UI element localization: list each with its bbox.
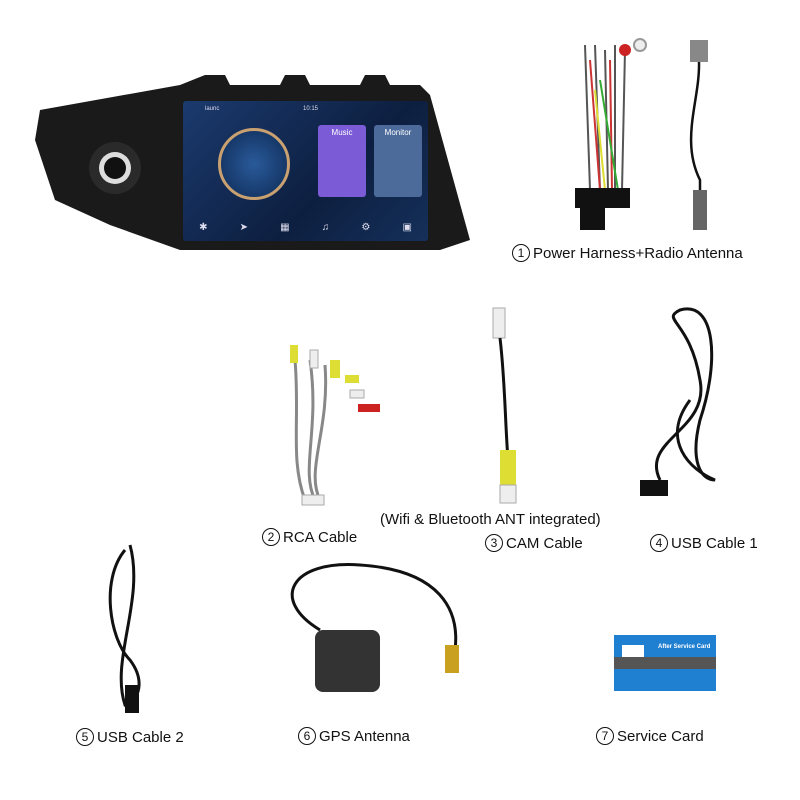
service-card: After Service Card <box>614 635 716 691</box>
usb-cable-2 <box>108 544 141 713</box>
power-harness <box>575 38 647 230</box>
status-app: launc <box>205 106 220 112</box>
item-note-3: (Wifi & Bluetooth ANT integrated) <box>380 511 601 528</box>
navigation-icon[interactable]: ➤ <box>239 221 248 233</box>
clock-widget <box>218 128 290 200</box>
apps-icon[interactable]: ▦ <box>280 221 290 233</box>
usb-cable-1 <box>640 307 716 496</box>
status-time: 10:15 <box>303 106 319 112</box>
music-tile-title: Music <box>331 128 353 137</box>
monitor-tile-title: Monitor <box>384 128 412 137</box>
radio-icon[interactable]: ▣ <box>402 221 412 233</box>
music-icon[interactable]: ♫ <box>321 221 330 233</box>
bluetooth-icon[interactable]: ✱ <box>199 221 208 233</box>
monitor-tile[interactable]: Monitor <box>374 125 422 197</box>
rca-cable <box>290 345 380 506</box>
service-card-title: After Service Card <box>658 644 711 650</box>
dock: ✱ ➤ ▦ ♫ ⚙ ▣ <box>183 213 428 241</box>
cam-cable <box>492 307 517 504</box>
gps-antenna <box>290 563 459 692</box>
music-tile[interactable]: Music <box>318 125 366 197</box>
radio-antenna <box>689 40 708 230</box>
head-unit-screen: launc 10:15 Music Monitor ✱ ➤ ▦ ♫ ⚙ ▣ <box>183 101 428 241</box>
settings-icon[interactable]: ⚙ <box>361 221 371 233</box>
